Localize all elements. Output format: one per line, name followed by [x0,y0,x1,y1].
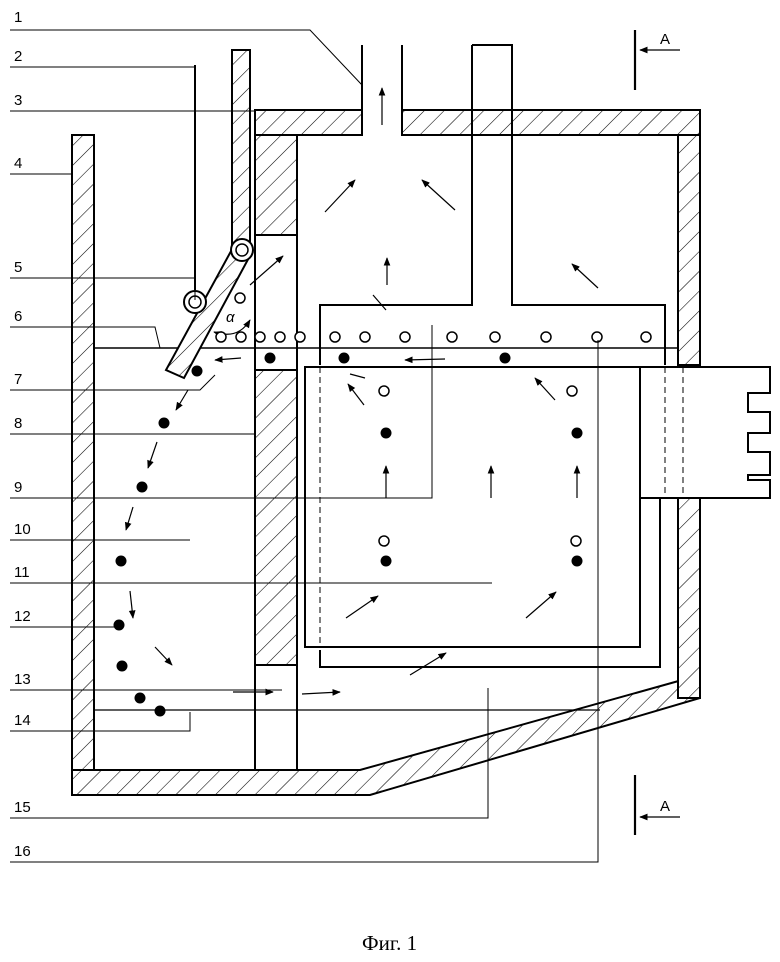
callout-6: 6 [14,308,22,325]
right-outer-wall-lower [678,498,700,698]
angle-label: α [226,309,235,326]
callout-1: 1 [14,9,22,26]
cover-right-part [402,110,700,135]
callout-12: 12 [14,608,31,625]
solid-particles [114,353,583,717]
sloped-bottom-wall [72,675,700,795]
right-outer-wall-upper [678,135,700,365]
cover-left-part [255,110,362,135]
inner-box [305,367,640,647]
flow-arrows [126,88,598,694]
callout-16: 16 [14,843,31,860]
callout-5: 5 [14,259,22,276]
callout-15: 15 [14,799,31,816]
callout-8: 8 [14,415,22,432]
section-label-top: А [660,31,670,48]
vertical-rod [232,50,250,250]
partition-lower [255,370,297,665]
figure-caption: Фиг. 1 [362,931,417,955]
top-cover [255,45,700,135]
partition-upper [255,135,297,235]
partition [255,135,297,770]
callout-7: 7 [14,371,22,388]
callout-13: 13 [14,671,31,688]
right-connector [640,367,770,498]
callout-9: 9 [14,479,22,496]
section-marker-bottom: А [635,775,680,835]
outer-vessel [72,135,700,795]
stem-right [472,45,665,365]
left-outer-wall [72,135,94,795]
callout-3: 3 [14,92,22,109]
callout-11: 11 [14,564,30,581]
callout-10: 10 [14,521,31,538]
callout-4: 4 [14,155,22,172]
inclined-plate: α [166,50,253,378]
section-marker-top: А [635,30,680,90]
callout-14: 14 [14,712,31,729]
callout-2: 2 [14,48,22,65]
section-label-bottom: А [660,798,670,815]
